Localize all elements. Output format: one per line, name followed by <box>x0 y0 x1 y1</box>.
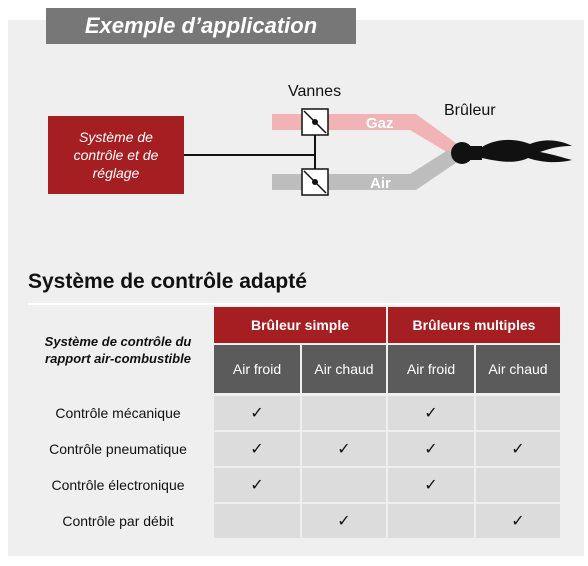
page-title: Exemple d’application <box>46 8 356 44</box>
background-panel <box>8 20 584 556</box>
check-cell: ✓ <box>476 432 560 466</box>
gas-label: Gaz <box>366 115 394 132</box>
empty-cell <box>214 504 300 538</box>
table-title: Système de contrôle adapté <box>28 270 307 293</box>
subheader-hot-air-1: Air chaud <box>302 345 386 393</box>
subheader-cold-air-2: Air froid <box>388 345 474 393</box>
check-cell: ✓ <box>388 468 474 502</box>
checkmark-icon: ✓ <box>250 441 264 458</box>
empty-cell <box>302 396 386 430</box>
gas-valve-icon <box>301 108 329 136</box>
checkmark-icon: ✓ <box>511 513 525 530</box>
row-label: Contrôle mécanique <box>55 405 181 421</box>
subheader-hot-air-2: Air chaud <box>476 345 560 393</box>
burner-icon <box>451 142 482 164</box>
checkmark-icon: ✓ <box>424 441 438 458</box>
air-label: Air <box>370 175 391 192</box>
row-label: Contrôle électronique <box>51 477 185 493</box>
check-cell: ✓ <box>302 432 386 466</box>
checkmark-icon: ✓ <box>250 405 264 422</box>
valves-label: Vannes <box>288 83 342 100</box>
empty-cell <box>476 468 560 502</box>
title-divider <box>28 303 560 305</box>
table-corner-label: Système de contrôle du rapport air-combu… <box>44 334 192 366</box>
air-valve-icon <box>301 168 329 196</box>
empty-cell <box>476 396 560 430</box>
group-header-single-burner: Brûleur simple <box>214 307 386 343</box>
burner-label: Brûleur <box>444 102 496 119</box>
checkmark-icon: ✓ <box>424 477 438 494</box>
checkmark-icon: ✓ <box>337 513 351 530</box>
control-system-box: Système de contrôle et de réglage <box>48 116 184 194</box>
checkmark-icon: ✓ <box>337 441 351 458</box>
check-cell: ✓ <box>476 504 560 538</box>
checkmark-icon: ✓ <box>511 441 525 458</box>
check-cell: ✓ <box>388 432 474 466</box>
check-cell: ✓ <box>214 396 300 430</box>
checkmark-icon: ✓ <box>424 405 438 422</box>
flow-diagram <box>184 108 572 196</box>
row-label: Contrôle pneumatique <box>49 441 187 457</box>
check-cell: ✓ <box>388 396 474 430</box>
empty-cell <box>302 468 386 502</box>
check-cell: ✓ <box>214 468 300 502</box>
flame-icon <box>482 139 572 163</box>
empty-cell <box>388 504 474 538</box>
check-cell: ✓ <box>302 504 386 538</box>
row-label: Contrôle par débit <box>62 513 174 529</box>
checkmark-icon: ✓ <box>250 477 264 494</box>
subheader-cold-air-1: Air froid <box>214 345 300 393</box>
check-cell: ✓ <box>214 432 300 466</box>
group-header-multiple-burners: Brûleurs multiples <box>388 307 560 343</box>
